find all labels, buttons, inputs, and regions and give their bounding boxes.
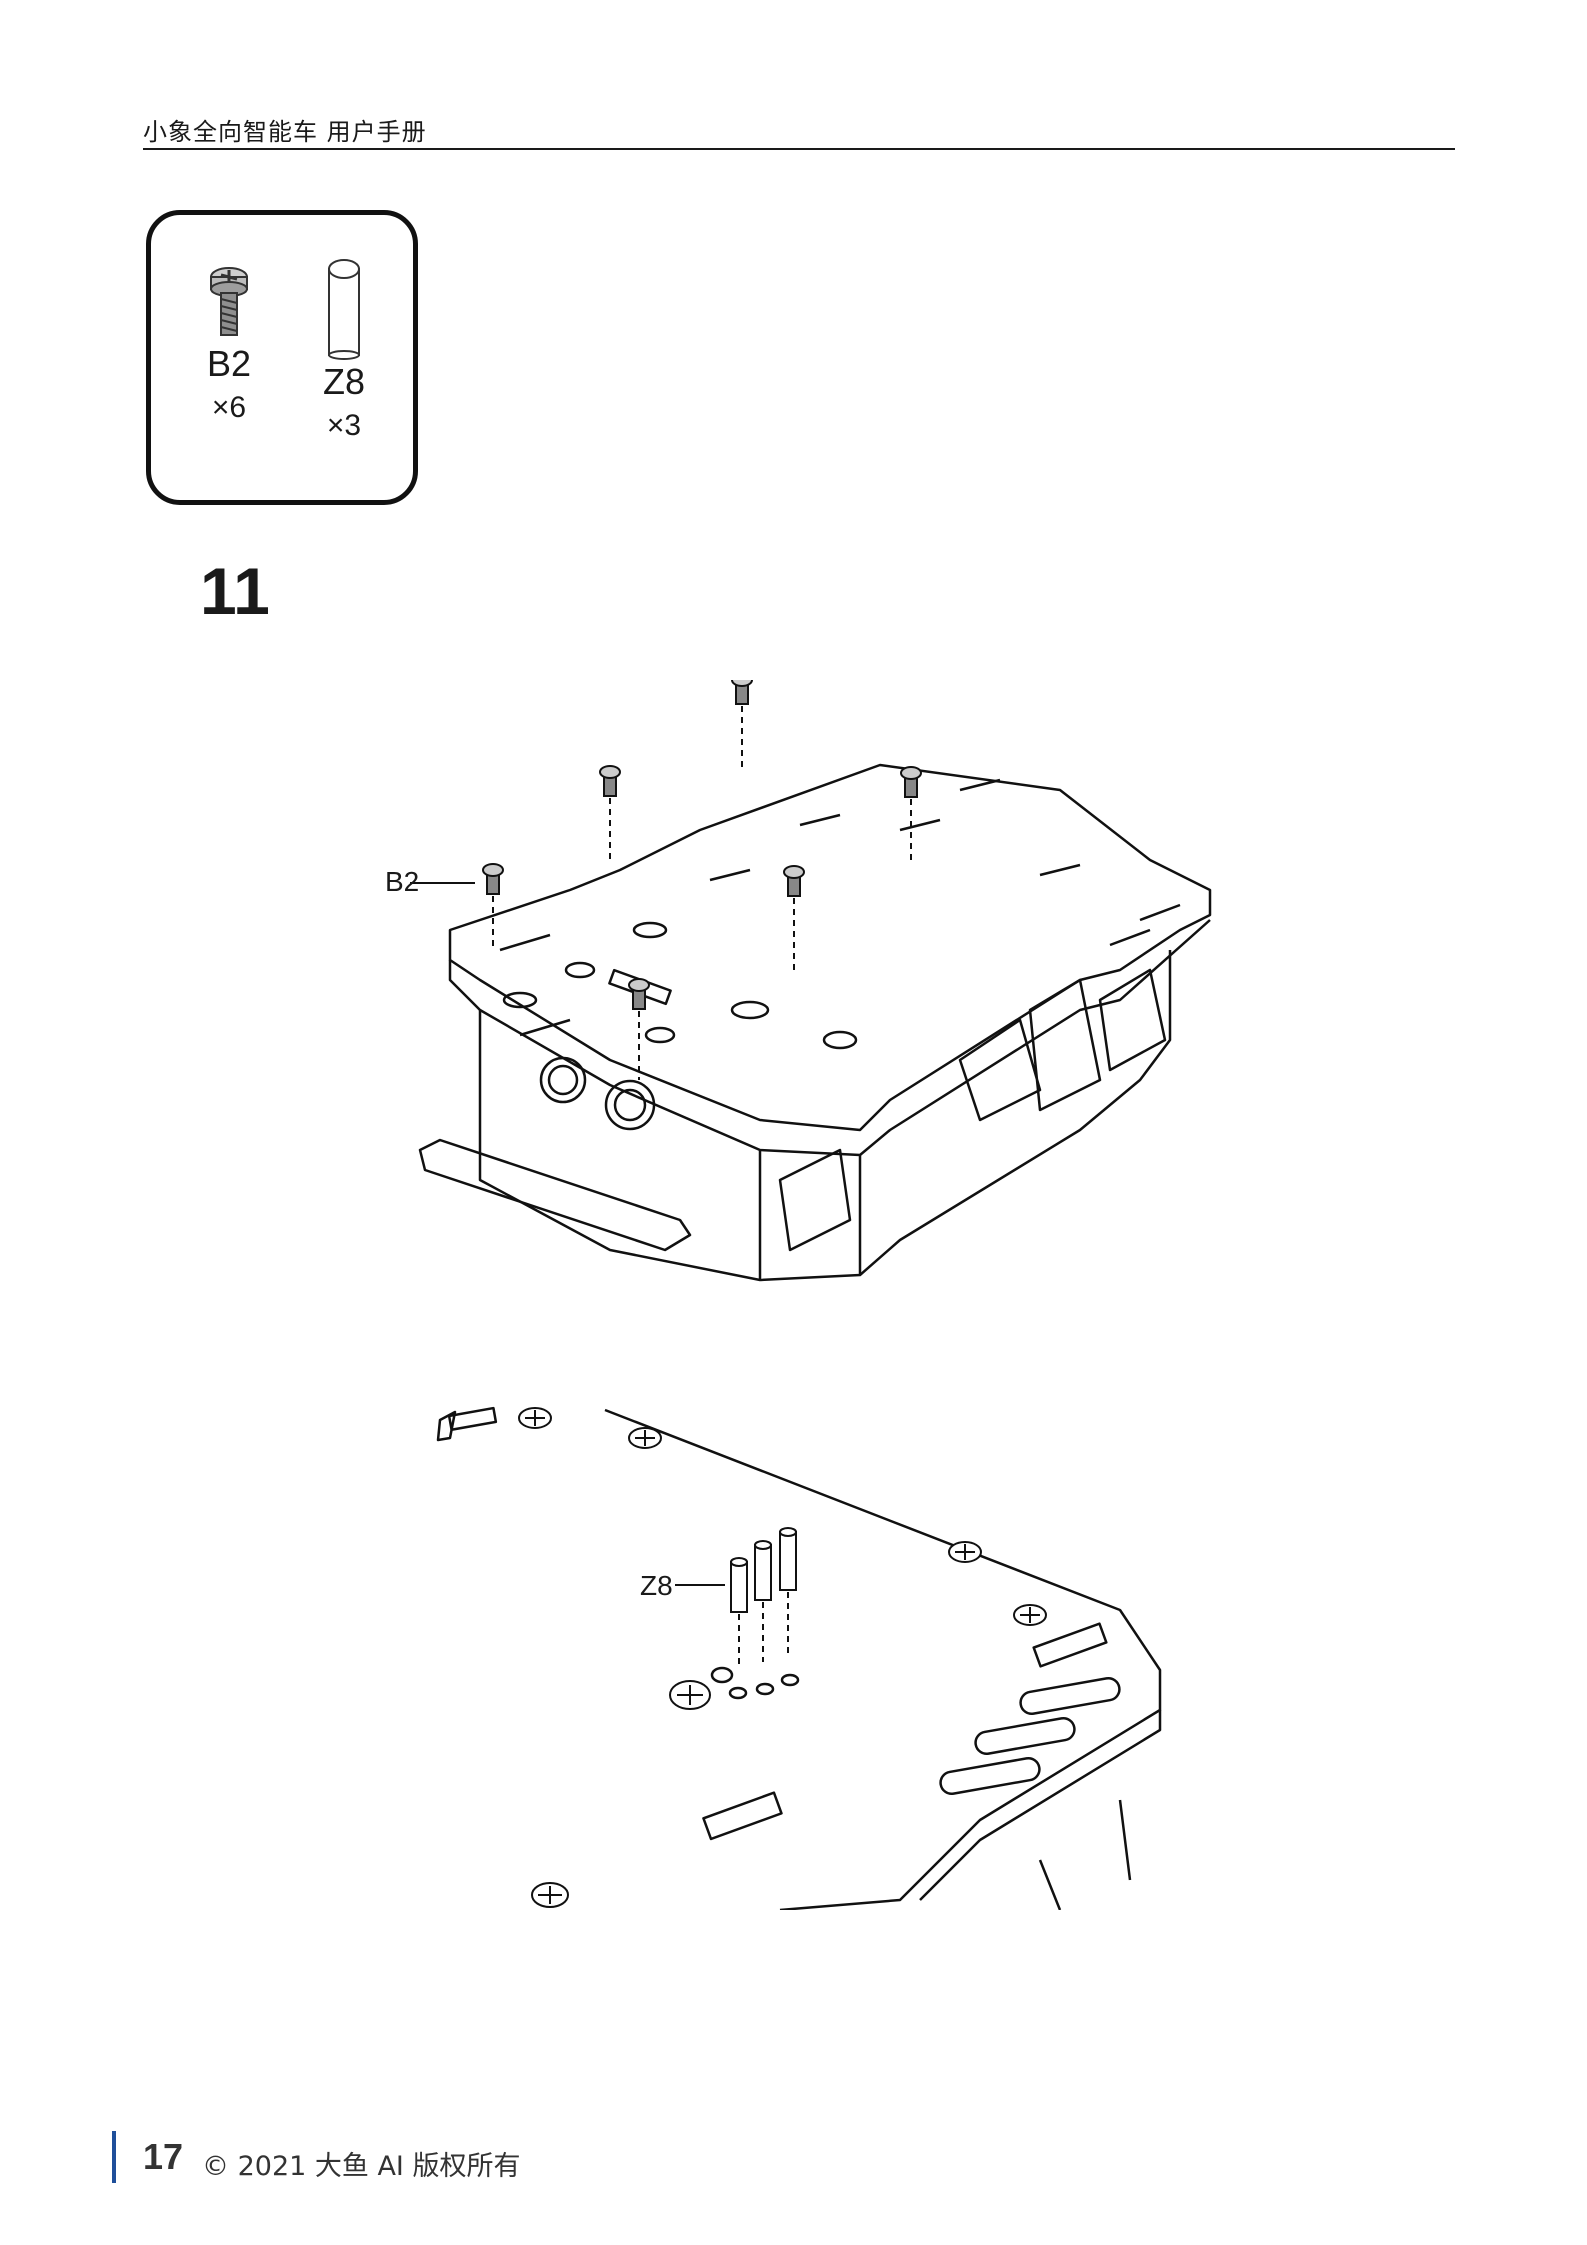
top-plate (448, 763, 1212, 1132)
pin-icon (779, 1527, 797, 1591)
step-number: 11 (200, 554, 270, 628)
plate-edge (604, 1408, 1162, 1910)
header-rule (143, 148, 1455, 150)
part-quantity: ×3 (326, 409, 362, 442)
b2-screws (482, 680, 922, 1010)
z8-pins (730, 1527, 797, 1613)
parts-box: B2 ×6 Z8 ×3 (146, 210, 418, 505)
footer-accent-bar (112, 2131, 116, 2183)
pin-icon (754, 1540, 772, 1601)
callout-b2: B2 (385, 866, 420, 897)
screw-icon (599, 765, 621, 797)
front-pcb (418, 1138, 692, 1252)
screw-icon (210, 267, 248, 336)
assembly-figure-main (410, 680, 1212, 1282)
chassis-body (478, 950, 1172, 1282)
part-label: B2 (206, 343, 252, 384)
screw-icon (628, 978, 650, 1010)
part-quantity: ×6 (211, 391, 247, 424)
screw-icon (731, 680, 753, 705)
pin-icon (328, 259, 360, 360)
screw-icon (900, 766, 922, 798)
assembly-figure-detail (436, 1406, 1162, 1910)
screw-icon (531, 1882, 569, 1908)
copyright-text: © 2021 大鱼 AI 版权所有 (202, 2151, 521, 2182)
part-z8: Z8 ×3 (299, 257, 389, 443)
screw-icon (669, 1680, 711, 1710)
page-number: 17 (143, 2136, 184, 2177)
part-b2: B2 ×6 (184, 263, 274, 425)
screw-icon (948, 1541, 982, 1563)
pin-icon (730, 1557, 748, 1613)
screw-icon (1013, 1604, 1047, 1626)
part-label: Z8 (322, 361, 365, 402)
screw-icon (628, 1427, 662, 1449)
callout-z8: Z8 (640, 1570, 673, 1601)
screw-icon (783, 865, 805, 897)
header-title: 小象全向智能车 用户手册 (143, 118, 427, 146)
screw-icon (482, 863, 504, 895)
screw-icon (518, 1407, 552, 1429)
